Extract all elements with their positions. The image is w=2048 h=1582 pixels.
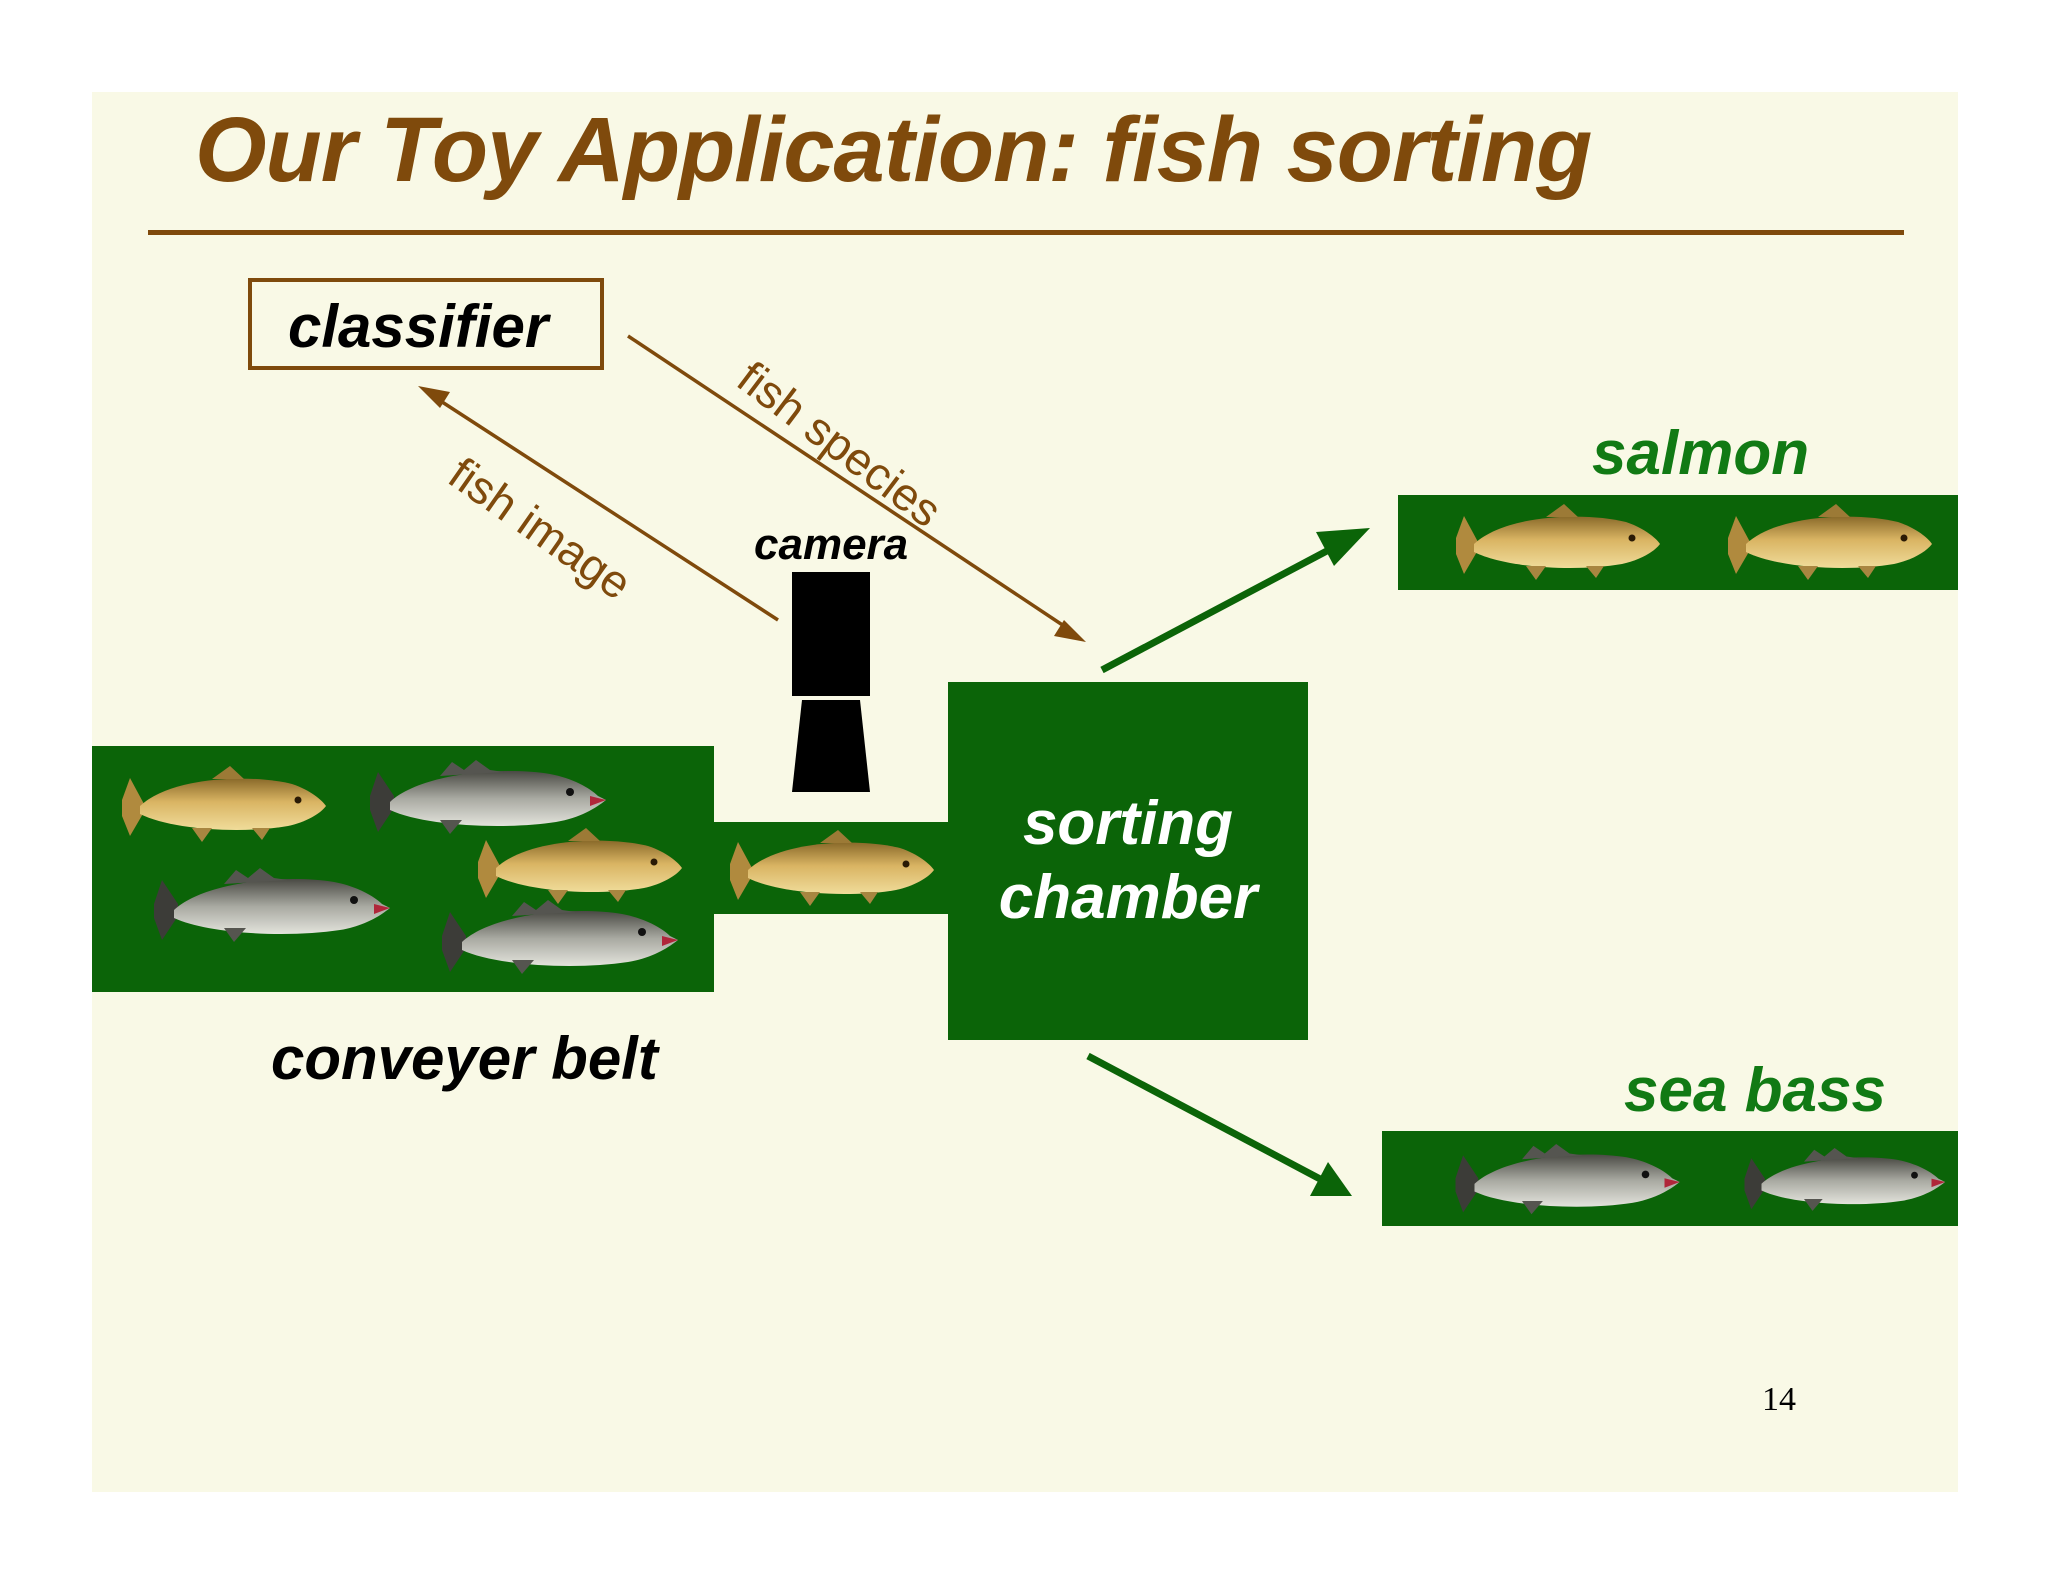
classifier-label: classifier <box>288 293 549 360</box>
fish-image-arrowhead-icon <box>418 386 450 408</box>
fish-species-arrow <box>627 334 1071 632</box>
fish-image-arrow <box>435 396 779 622</box>
sorting-chamber-line-1: sorting <box>1022 789 1234 858</box>
sea-bass-label: sea bass <box>1624 1056 1886 1125</box>
sea-bass-output-arrow <box>1086 1052 1324 1184</box>
salmon-arrowhead-icon <box>1316 528 1370 566</box>
classifier-box <box>248 278 604 370</box>
conveyor-belt-label: conveyer belt <box>271 1025 658 1092</box>
page-number: 14 <box>1762 1381 1796 1418</box>
slide-title: Our Toy Application: fish sorting <box>195 99 1592 201</box>
camera-icon <box>792 572 870 696</box>
title-rule <box>148 230 1904 235</box>
salmon-label: salmon <box>1592 419 1810 488</box>
sea-bass-arrowhead-icon <box>1310 1162 1352 1196</box>
camera-label: camera <box>754 520 909 569</box>
fish-species-arrowhead-icon <box>1054 620 1086 642</box>
sorting-chamber-line-2: chamber <box>998 863 1258 932</box>
camera-lens-icon <box>792 700 870 792</box>
salmon-output-arrow <box>1100 540 1342 674</box>
sorting-chamber <box>948 682 1308 1040</box>
sorting-chamber-label: sorting chamber <box>948 682 1308 1040</box>
